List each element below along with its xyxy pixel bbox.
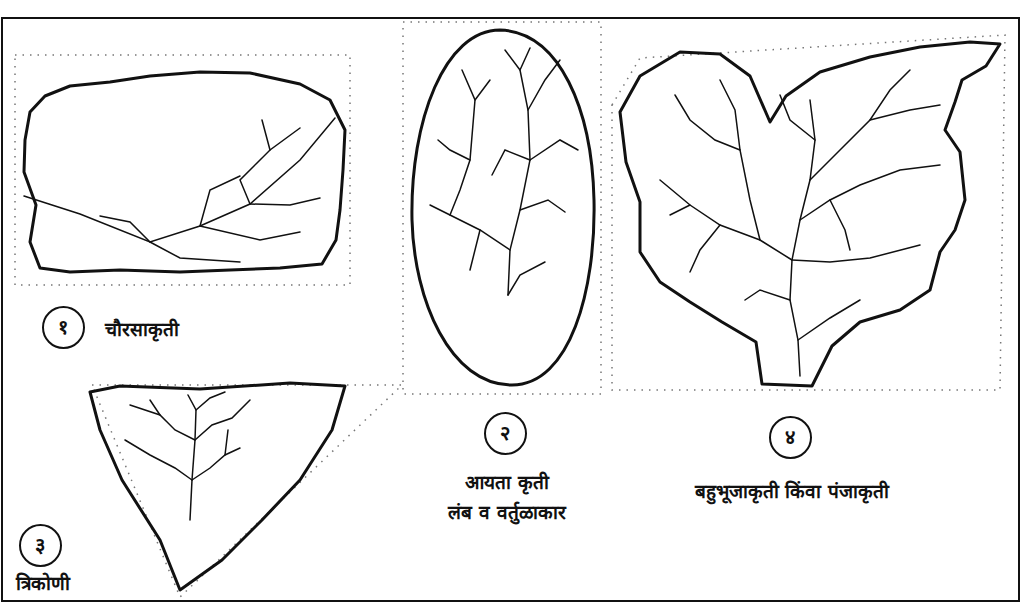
callout-number: ३: [35, 531, 45, 558]
callout-number: १: [58, 313, 68, 340]
shape-name: आयता कृती: [465, 469, 549, 495]
stream-network: [24, 48, 940, 520]
callout-number: ४: [785, 423, 795, 450]
frame: [2, 18, 1019, 601]
shape-name: लंब व वर्तुळाकार: [448, 499, 565, 525]
callout-number: २: [500, 419, 510, 446]
shape-name: त्रिकोणी: [16, 570, 70, 596]
basin-outlines: [24, 30, 1000, 590]
callout-circle: २आयता कृतीलंब व वर्तुळाकार: [484, 412, 527, 455]
callout-circle: ४बहुभूजाकृती किंवा पंजाकृती: [769, 416, 812, 459]
shape-name: बहुभूजाकृती किंवा पंजाकृती: [695, 478, 889, 504]
envelope-lines: [15, 22, 1005, 597]
shape-name: चौरसाकृती: [105, 316, 179, 342]
callout-circle: १चौरसाकृती: [42, 306, 85, 349]
callout-circle: ३त्रिकोणी: [19, 524, 62, 567]
